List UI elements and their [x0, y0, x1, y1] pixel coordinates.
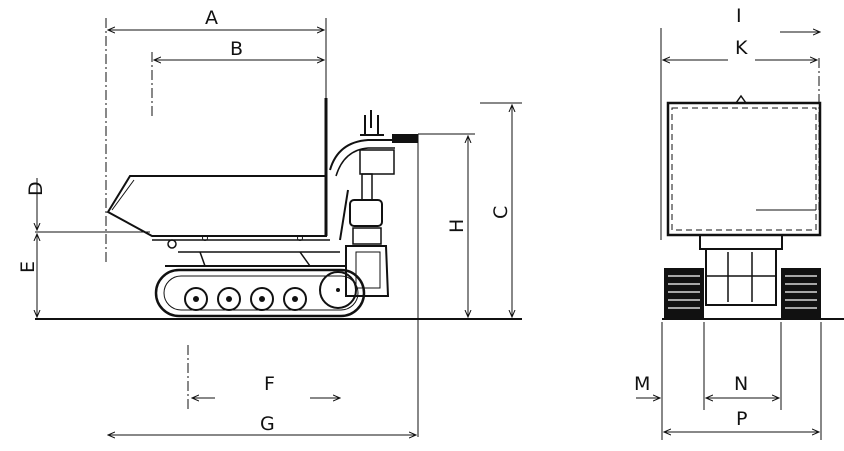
dim-c-label: C	[490, 206, 512, 219]
wheel-hub	[226, 296, 232, 302]
dim-b-label: B	[230, 38, 243, 60]
sprocket-hub	[336, 288, 340, 292]
side-view: A B D E H C F G	[17, 7, 522, 437]
dim-k-label: K	[735, 37, 748, 59]
dim-d-label: D	[25, 181, 47, 196]
dim-f-label: F	[264, 373, 275, 395]
road-wheel	[250, 287, 274, 311]
engine-and-controls	[329, 110, 418, 297]
dim-g-label: G	[260, 413, 275, 435]
dim-i-label: I	[736, 5, 742, 27]
road-wheel	[217, 287, 241, 311]
road-wheel	[283, 287, 307, 311]
dim-n-label: N	[734, 373, 748, 395]
wheel-hub	[292, 296, 298, 302]
front-frame	[699, 234, 783, 306]
dim-h-label: H	[446, 219, 468, 233]
dim-m-label: M	[634, 373, 650, 395]
dim-e-label: E	[17, 261, 39, 273]
track-outline	[154, 268, 366, 318]
dump-bucket	[106, 98, 330, 241]
front-tracks	[664, 268, 821, 318]
bucket-front	[666, 94, 822, 237]
chassis	[165, 239, 345, 267]
dim-a-label: A	[205, 7, 218, 29]
drive-sprocket	[319, 271, 357, 309]
track-assembly	[154, 268, 366, 318]
road-wheel	[184, 287, 208, 311]
dim-p-label: P	[736, 408, 747, 430]
wheel-hub	[193, 296, 199, 302]
wheel-hub	[259, 296, 265, 302]
handle-grip	[392, 134, 418, 143]
front-view: I K M N P	[634, 5, 844, 440]
